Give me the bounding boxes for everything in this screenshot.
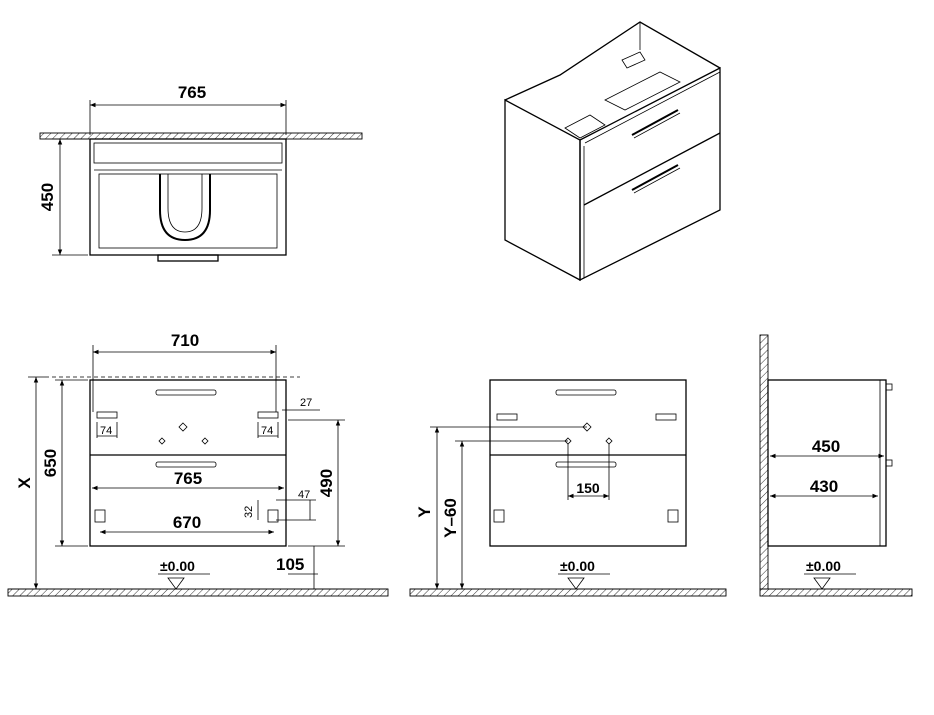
dim-765-front: 765 [174, 469, 202, 488]
dim-x: X [15, 477, 34, 489]
dim-side-430: 430 [810, 477, 838, 496]
floor-level-wall: ±0.00 [560, 558, 595, 574]
floor-level-front: ±0.00 [160, 558, 195, 574]
floor-level-side: ±0.00 [806, 558, 841, 574]
dim-74-right: 74 [261, 425, 273, 437]
top-view: 765 450 [38, 83, 363, 262]
isometric-view [504, 21, 721, 282]
dim-47: 47 [298, 489, 310, 501]
dim-150: 150 [576, 480, 600, 496]
top-depth-label: 450 [38, 183, 57, 211]
dim-side-450: 450 [812, 437, 840, 456]
wall-view: Y Y–60 150 ±0.00 [409, 379, 727, 597]
dim-y: Y [415, 506, 434, 518]
side-view: 450 430 ±0.00 [759, 334, 913, 597]
dim-y-60: Y–60 [441, 498, 460, 538]
dim-74-left: 74 [100, 425, 112, 437]
dim-490: 490 [317, 469, 336, 497]
dim-32: 32 [243, 506, 255, 518]
front-view: 710 27 74 74 650 X 765 670 490 [7, 331, 389, 597]
dim-650: 650 [41, 449, 60, 477]
top-width-label: 765 [178, 83, 206, 102]
dim-670: 670 [173, 513, 201, 532]
dim-27: 27 [300, 397, 312, 409]
dim-710: 710 [171, 331, 199, 350]
dim-105: 105 [276, 555, 304, 574]
